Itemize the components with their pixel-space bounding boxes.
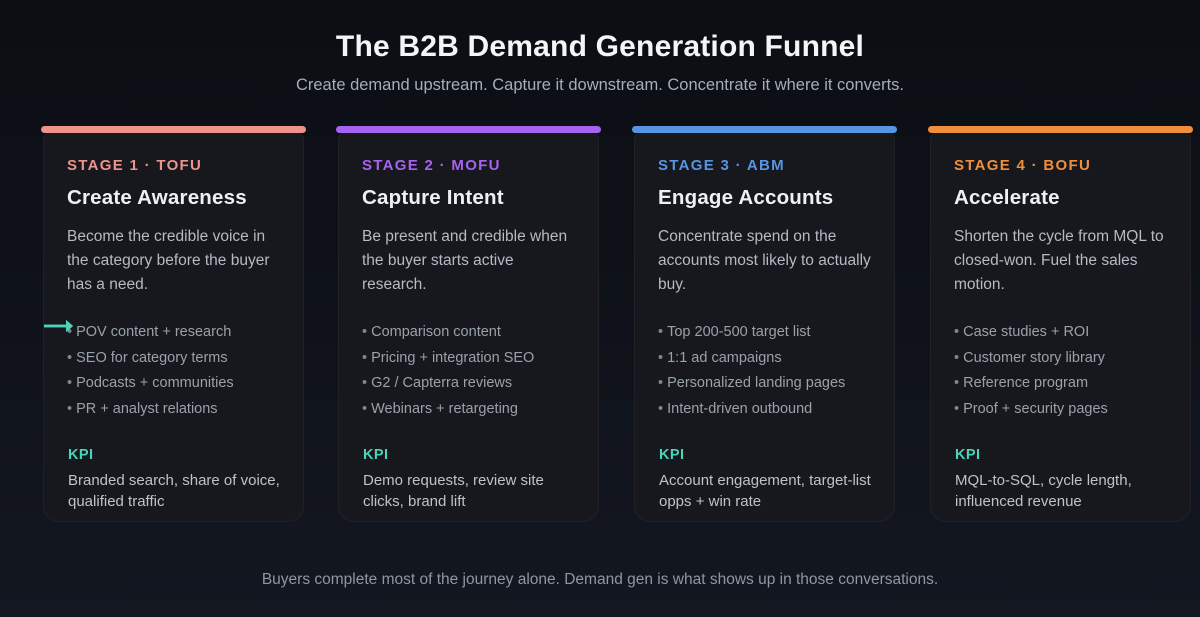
stage-title: Capture Intent [362, 186, 504, 209]
tactic-item: Comparison content [362, 320, 575, 346]
stage-card-tofu: STAGE 1 · TOFU Create Awareness Become t… [41, 126, 306, 522]
stage-label: STAGE 2 · MOFU [362, 157, 501, 174]
page-subtitle: Create demand upstream. Capture it downs… [295, 76, 905, 94]
stage-title: Accelerate [954, 186, 1060, 209]
stage-description: Shorten the cycle from MQL to closed-won… [954, 228, 1164, 293]
tactics-list: Top 200-500 target list 1:1 ad campaigns… [658, 320, 871, 422]
stage-label: STAGE 4 · BOFU [954, 157, 1092, 174]
tactic-item: Personalized landing pages [658, 371, 871, 397]
kpi-label: KPI [68, 447, 94, 463]
tactic-item: POV content + research [67, 320, 280, 346]
stage-description: Become the credible voice in the categor… [67, 228, 270, 293]
tactic-item: Proof + security pages [954, 397, 1167, 423]
kpi-label: KPI [659, 447, 685, 463]
tactic-item: PR + analyst relations [67, 397, 280, 423]
tactic-item: G2 / Capterra reviews [362, 371, 575, 397]
tactics-list: POV content + research SEO for category … [67, 320, 280, 422]
footer-note: Buyers complete most of the journey alon… [261, 571, 939, 588]
tactics-list: Comparison content Pricing + integration… [362, 320, 575, 422]
kpi-text: Demo requests, review site clicks, brand… [363, 472, 544, 510]
kpi-block: KPI Account engagement, target-list opps… [659, 447, 874, 512]
tactic-item: SEO for category terms [67, 346, 280, 372]
tactic-item: Intent-driven outbound [658, 397, 871, 423]
stage-accent-bar [632, 126, 897, 133]
tactic-item: Webinars + retargeting [362, 397, 575, 423]
kpi-label: KPI [955, 447, 981, 463]
kpi-block: KPI Branded search, share of voice, qual… [68, 447, 283, 512]
stage-title: Create Awareness [67, 186, 247, 209]
stage-accent-bar [41, 126, 306, 133]
stage-card-body: STAGE 3 · ABM Engage Accounts Concentrat… [634, 133, 895, 522]
kpi-label: KPI [363, 447, 389, 463]
stage-card-bofu: STAGE 4 · BOFU Accelerate Shorten the cy… [928, 126, 1193, 522]
stage-card-body: STAGE 1 · TOFU Create Awareness Become t… [43, 133, 304, 522]
stage-card-body: STAGE 4 · BOFU Accelerate Shorten the cy… [930, 133, 1191, 522]
stage-title: Engage Accounts [658, 186, 834, 209]
tactic-item: Top 200-500 target list [658, 320, 871, 346]
stage-description: Be present and credible when the buyer s… [362, 228, 568, 293]
tactic-item: Pricing + integration SEO [362, 346, 575, 372]
kpi-text: MQL-to-SQL, cycle length, influenced rev… [955, 472, 1132, 510]
stage-label: STAGE 3 · ABM [658, 157, 785, 174]
tactic-item: Podcasts + communities [67, 371, 280, 397]
header: The B2B Demand Generation Funnel Create … [0, 0, 1200, 95]
tactic-item: Case studies + ROI [954, 320, 1167, 346]
stage-label: STAGE 1 · TOFU [67, 157, 203, 174]
kpi-block: KPI Demo requests, review site clicks, b… [363, 447, 578, 512]
funnel-stages-row: STAGE 1 · TOFU Create Awareness Become t… [41, 126, 1193, 522]
tactics-list: Case studies + ROI Customer story librar… [954, 320, 1167, 422]
stage-accent-bar [928, 126, 1193, 133]
page-title: The B2B Demand Generation Funnel [335, 30, 865, 63]
stage-card-body: STAGE 2 · MOFU Capture Intent Be present… [338, 133, 599, 522]
kpi-text: Branded search, share of voice, qualifie… [68, 472, 280, 510]
stage-description: Concentrate spend on the accounts most l… [658, 228, 871, 293]
flow-arrow-icon [44, 320, 73, 332]
stage-accent-bar [336, 126, 601, 133]
stage-card-abm: STAGE 3 · ABM Engage Accounts Concentrat… [632, 126, 897, 522]
kpi-block: KPI MQL-to-SQL, cycle length, influenced… [955, 447, 1170, 512]
tactic-item: Reference program [954, 371, 1167, 397]
stage-card-mofu: STAGE 2 · MOFU Capture Intent Be present… [336, 126, 601, 522]
tactic-item: 1:1 ad campaigns [658, 346, 871, 372]
kpi-text: Account engagement, target-list opps + w… [659, 472, 871, 510]
tactic-item: Customer story library [954, 346, 1167, 372]
